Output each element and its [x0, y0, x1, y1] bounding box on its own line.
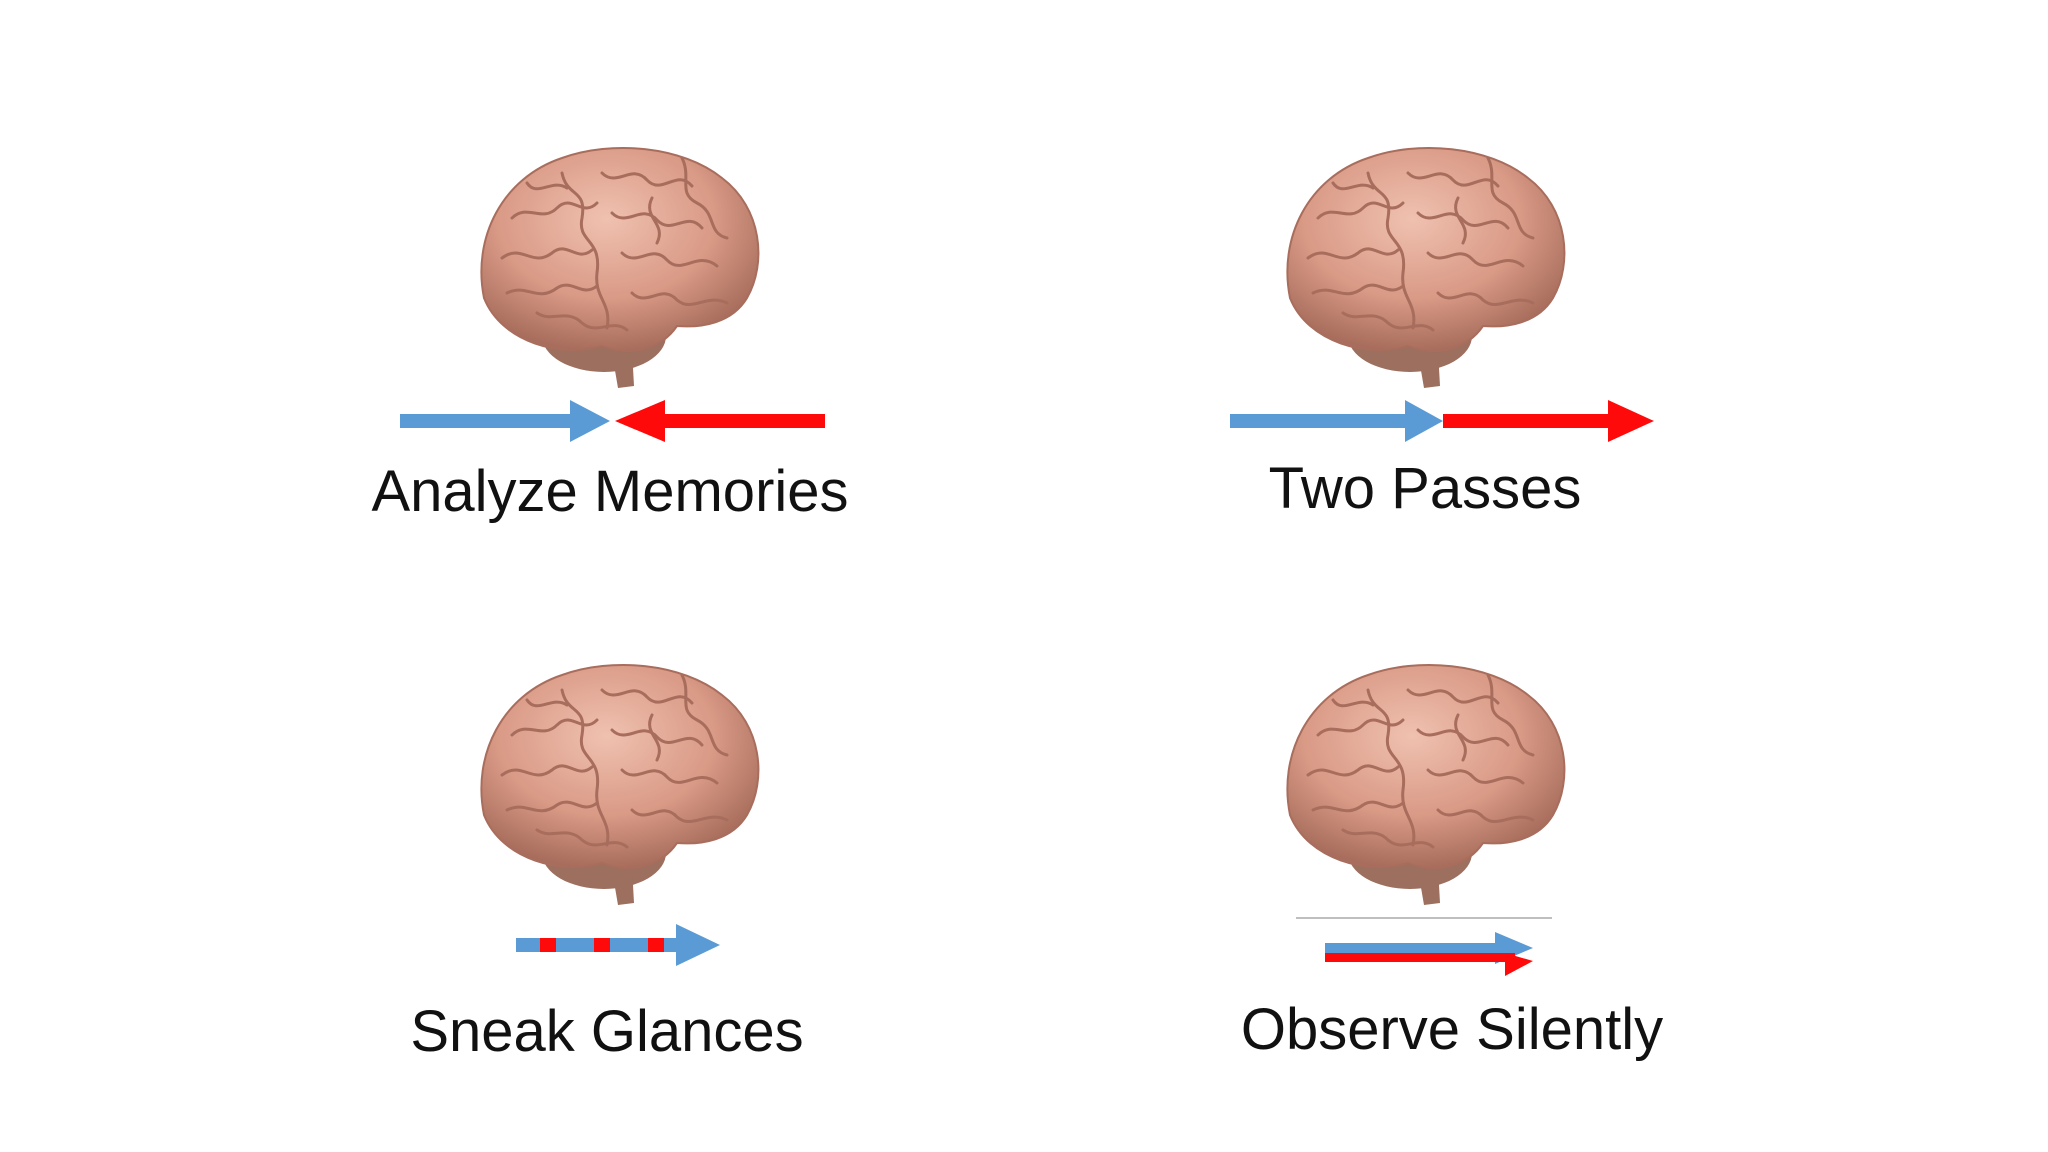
- brain-icon: [1285, 146, 1566, 390]
- red-arrow: [615, 400, 825, 442]
- brain-icon: [1285, 663, 1566, 907]
- panel-label-analyze: Analyze Memories: [371, 459, 849, 524]
- parallel-arrows: [1296, 917, 1552, 976]
- interleaved-arrow: [516, 924, 720, 966]
- converging-arrows: [400, 400, 825, 442]
- sequential-arrows: [1230, 400, 1654, 442]
- blue-arrow: [400, 400, 610, 442]
- brain-icon: [479, 663, 760, 907]
- red-segment: [648, 938, 664, 952]
- red-arrow: [1325, 953, 1533, 976]
- red-arrow: [1443, 400, 1654, 442]
- panel-label-observe: Observe Silently: [1240, 997, 1664, 1062]
- panel-label-sneak: Sneak Glances: [410, 999, 804, 1064]
- panel-label-two-passes: Two Passes: [1268, 456, 1582, 521]
- red-segment: [540, 938, 556, 952]
- blue-arrow: [1230, 400, 1443, 442]
- brain-icon: [479, 146, 760, 390]
- red-segment: [594, 938, 610, 952]
